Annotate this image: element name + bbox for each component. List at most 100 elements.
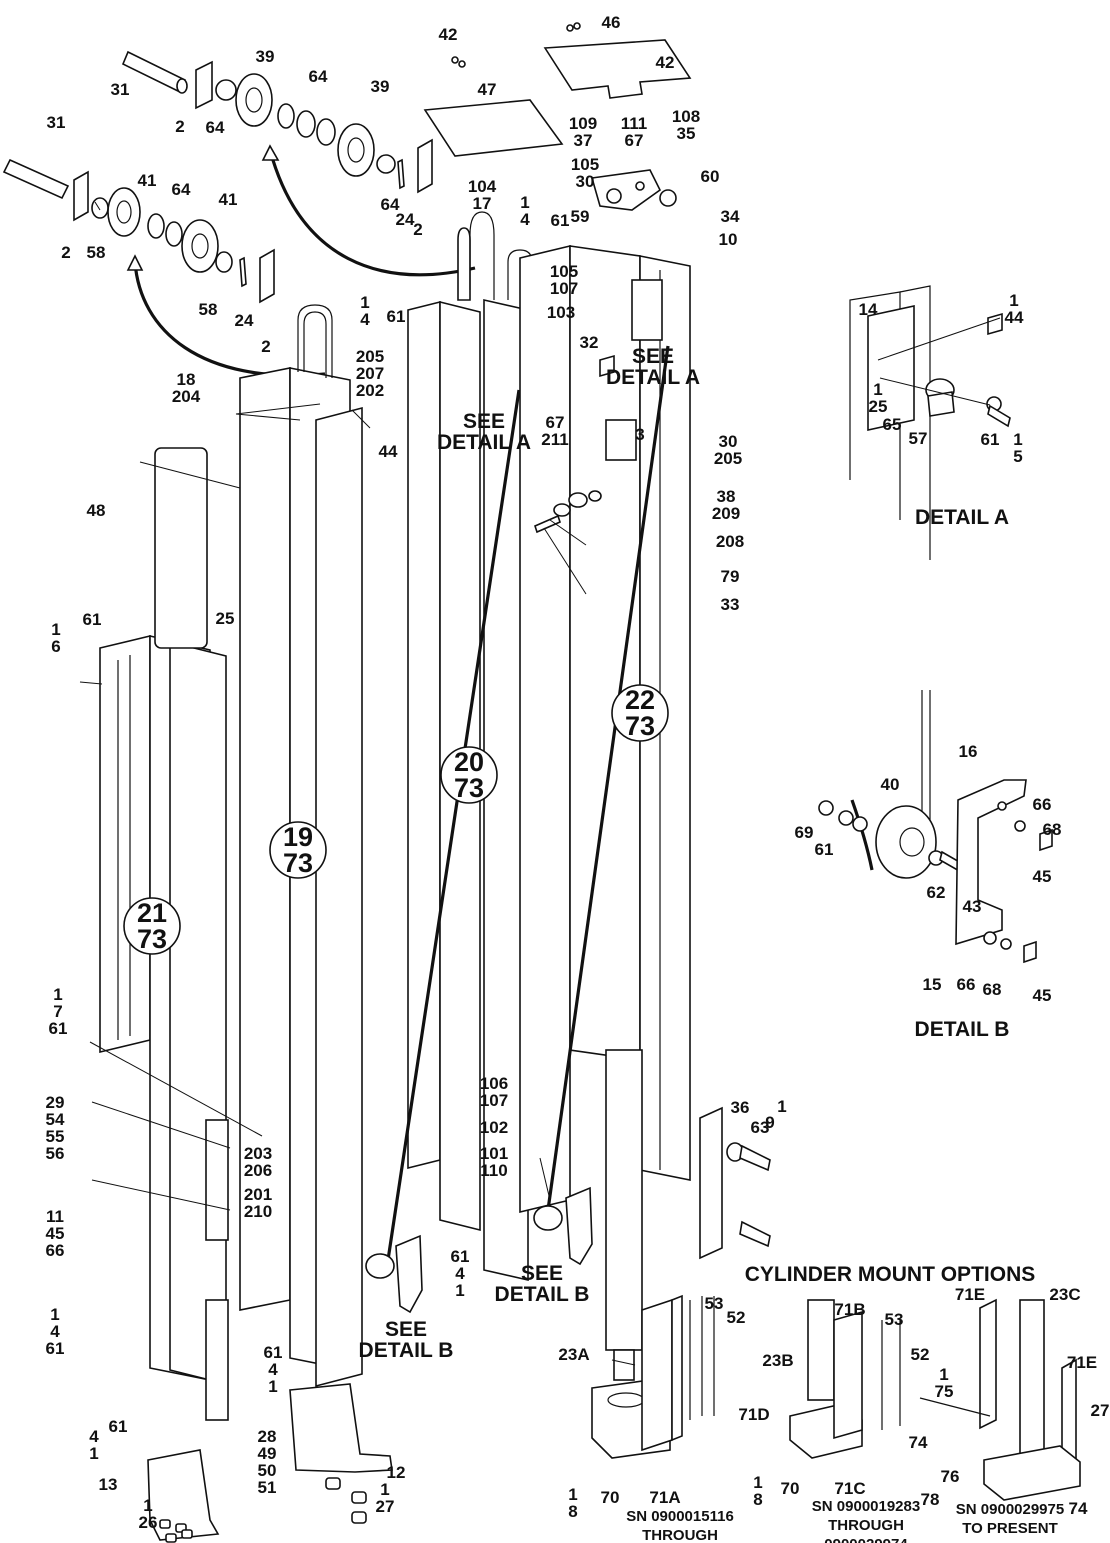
callout-a28: 59 (571, 207, 590, 226)
install-arrow-upper (268, 149, 476, 277)
spacer-58 (91, 197, 109, 219)
callout-a35: 103 (547, 303, 575, 322)
caption-detail-a: DETAIL A (915, 506, 1009, 529)
callout-a13: 41 (138, 171, 157, 190)
callout-a80: 61 (981, 430, 1000, 449)
callout-a113: 27 (1091, 1401, 1110, 1420)
washer-64 (215, 79, 237, 101)
screw-45 (1039, 828, 1053, 852)
plate-2-lower (73, 170, 89, 222)
bearing-64a (277, 103, 295, 129)
washer-66 (983, 931, 997, 945)
sheave-40 (875, 805, 937, 879)
callout-a33: 61 (551, 211, 570, 230)
callout-a19: 42 (439, 25, 458, 44)
screw-45b (1023, 940, 1037, 964)
arrow-head (126, 254, 144, 271)
callout-a47: 79 (721, 567, 740, 586)
callout-a72: 63 (751, 1118, 770, 1137)
callout-a104: 23B (762, 1351, 793, 1370)
cable-20 (386, 389, 521, 1261)
callout-a82: 16 (959, 742, 978, 761)
cover-plate-47 (423, 99, 564, 157)
cylinder-23b (807, 1299, 835, 1401)
bracket-36 (699, 1106, 723, 1260)
decal-48 (154, 447, 208, 649)
callout-a9: 2 (413, 220, 422, 239)
callout-a117: 74 (1069, 1499, 1088, 1518)
callout-a96: 53 (705, 1294, 724, 1313)
callout-a102: 53 (885, 1310, 904, 1329)
spacer-58b (215, 251, 233, 273)
callout-a91: 15 (923, 975, 942, 994)
callout-a90: 43 (963, 897, 982, 916)
detail-a-drawing (849, 285, 1011, 560)
sheave-41b (181, 219, 219, 273)
callout-a12: 58 (87, 243, 106, 262)
lower-sheave-assembly (2, 158, 275, 304)
detail-b-drawing (818, 690, 1053, 964)
callout-a83: 40 (881, 775, 900, 794)
cover-plate-46 (543, 39, 692, 99)
plate-71b (833, 1310, 863, 1440)
callout-a16: 58 (199, 300, 218, 319)
bolt-9 (739, 1144, 771, 1172)
callout-a100: 71A (649, 1488, 680, 1507)
cylinder-23a (605, 1049, 643, 1351)
callout-a60: 13 (99, 1475, 118, 1494)
mast-section-19 (239, 304, 363, 1388)
serial-range-a: SN 0900015116THROUGH0900019282 (626, 1508, 734, 1543)
callout-a38: 61 (387, 307, 406, 326)
callout-a103: 52 (911, 1345, 930, 1364)
plate-2-upper (195, 60, 213, 110)
sheave-39b (337, 123, 375, 177)
callout-a79: 57 (909, 429, 928, 448)
bearing-64b (296, 110, 316, 138)
shaft-31-upper (121, 50, 187, 94)
lift-cylinder (591, 1049, 715, 1459)
pad-28 (205, 1299, 229, 1421)
callout-a7: 64 (381, 195, 400, 214)
callout-a86: 61 (815, 840, 834, 859)
lower-pulley-left (365, 1234, 423, 1314)
caption-detail-b: DETAIL B (915, 1018, 1010, 1041)
roller-60 (659, 189, 677, 207)
callout-a78: 65 (883, 415, 902, 434)
callout-a107: 70 (781, 1479, 800, 1498)
upper-right-bracket (590, 169, 677, 341)
callout-a111: 71E (1067, 1353, 1097, 1372)
callout-a114: 74 (909, 1433, 928, 1452)
callout-a115: 76 (941, 1467, 960, 1486)
callout-a101: 71B (834, 1300, 865, 1319)
callout-a109: 71E (955, 1285, 985, 1304)
mast-section-22 (519, 244, 691, 1214)
detail-a-bracket (631, 279, 663, 341)
arrow-head (261, 144, 280, 161)
bearing-64-l1 (147, 213, 165, 239)
callout-a29: 34 (721, 207, 740, 226)
callout-a5: 64 (309, 67, 328, 86)
